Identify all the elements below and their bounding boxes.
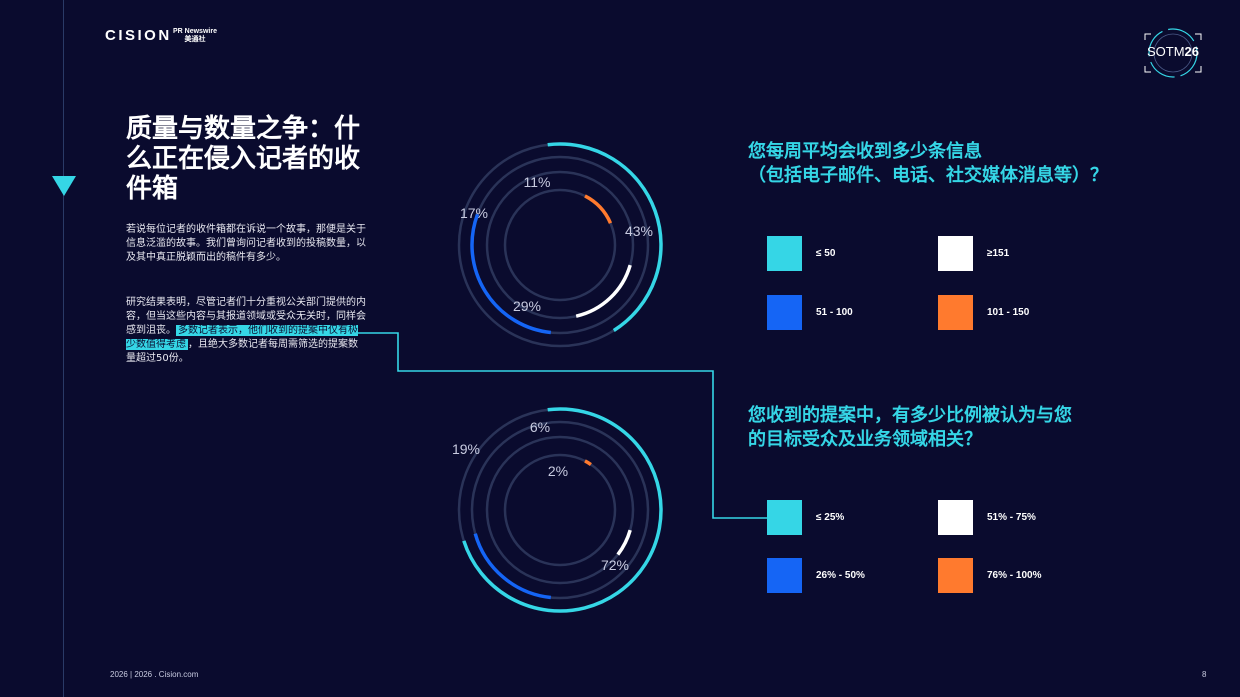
ring-segment-3 [575,264,632,318]
legend1-item-blue: 51 - 100 [767,295,853,330]
intro-paragraph: 若说每位记者的收件箱都在诉说一个故事，那便是关于信息泛滥的故事。我们曾询问记者收… [126,224,366,263]
ring-track [470,420,650,600]
pr-newswire-name: PR Newswire [173,28,217,35]
legend1-item-white: ≥151 [938,236,1009,271]
page-title: 质量与数量之争：什么正在侵入记者的收件箱 [126,114,361,204]
findings-paragraph: 研究结果表明，尽管记者们十分重视公关部门提供的内容，但当这些内容与其报道领域或受… [126,296,366,366]
ring-segment-4 [584,194,613,224]
ring-track [503,453,617,567]
legend-label: 26% - 50% [816,570,865,581]
donut-chart-pitch-relevance: 72% 19% 6% 2% [452,407,663,613]
legend-label: 51% - 75% [987,512,1036,523]
legend2-item-orange: 76% - 100% [938,558,1041,593]
footer-text: 2026 | 2026 . Cision.com [110,670,199,679]
legend1-item-orange: 101 - 150 [938,295,1029,330]
sotm-badge: SOTM26 [1140,26,1206,80]
percent-label-4: 2% [548,463,568,479]
legend-swatch [767,236,802,271]
legend-swatch [767,558,802,593]
legend-swatch [767,295,802,330]
percent-label-1: 72% [601,557,629,573]
legend-label: ≥151 [987,248,1010,259]
legend2-item-cyan: ≤ 25% [767,500,844,535]
percent-label-2: 29% [513,298,541,314]
ring-segment-4 [584,459,592,466]
donut-chart-inbox-volume: 43% 29% 17% 11% [457,142,663,348]
legend-swatch [938,236,973,271]
ring-segment-1 [547,142,663,332]
page-number: 8 [1202,670,1207,679]
ring-segment-2 [470,213,551,335]
percent-label-1: 43% [625,223,653,239]
ring-track [485,170,635,320]
legend-label: 51 - 100 [816,307,853,318]
question-1-line-2: （包括电子邮件、电话、社交媒体消息等）？ [748,165,1108,186]
legend2-item-white: 51% - 75% [938,500,1036,535]
question-inbox-volume: 您每周平均会收到多少条信息 （包括电子邮件、电话、社交媒体消息等）？ [748,140,1148,188]
ring-segment-1 [462,407,663,613]
legend-swatch [938,500,973,535]
badge-ring-icon [1144,28,1202,78]
question-1-line-1: 您每周平均会收到多少条信息 [748,141,982,162]
question-2-line-2: 的目标受众及业务领域相关？ [748,429,982,450]
pr-newswire-chinese: 美通社 [184,36,206,43]
ring-track [503,188,617,302]
ring-segment-2 [473,533,551,600]
legend-label: 101 - 150 [987,307,1030,318]
legend2-item-blue: 26% - 50% [767,558,865,593]
legend-label: ≤ 25% [816,512,845,523]
badge-prefix: SOTM [1146,44,1185,59]
triangle-marker-icon [52,176,76,196]
legend-swatch [938,558,973,593]
question-2-line-1: 您收到的提案中，有多少比例被认为与您 [748,405,1072,426]
question-pitch-relevance: 您收到的提案中，有多少比例被认为与您 的目标受众及业务领域相关？ [748,404,1108,452]
badge-text: SOTM26 [1140,44,1206,59]
percent-label-2: 19% [452,441,480,457]
legend-swatch [767,500,802,535]
percent-label-3: 17% [460,205,488,221]
pr-newswire-logo: PR Newswire 美通社 [173,28,217,44]
badge-number: 26 [1184,44,1200,59]
legend-label: ≤ 50 [816,248,836,259]
legend-swatch [938,295,973,330]
findings-text-start: 研究结果表明，尽管记者们十分重视公关部门提供的内容，但当这些内容与其报道领域或受… [126,297,366,336]
left-guide-line [63,0,64,697]
percent-label-4: 11% [524,174,551,190]
findings-text-end: ，且绝大多数记者每周需筛选的提案数量超过50份。 [126,339,358,364]
ring-segment-3 [616,529,632,556]
legend-label: 76% - 100% [987,570,1042,581]
cision-logo: CISION [105,27,172,44]
legend1-item-cyan: ≤ 50 [767,236,835,271]
ring-track [485,435,635,585]
percent-label-3: 6% [530,419,550,435]
